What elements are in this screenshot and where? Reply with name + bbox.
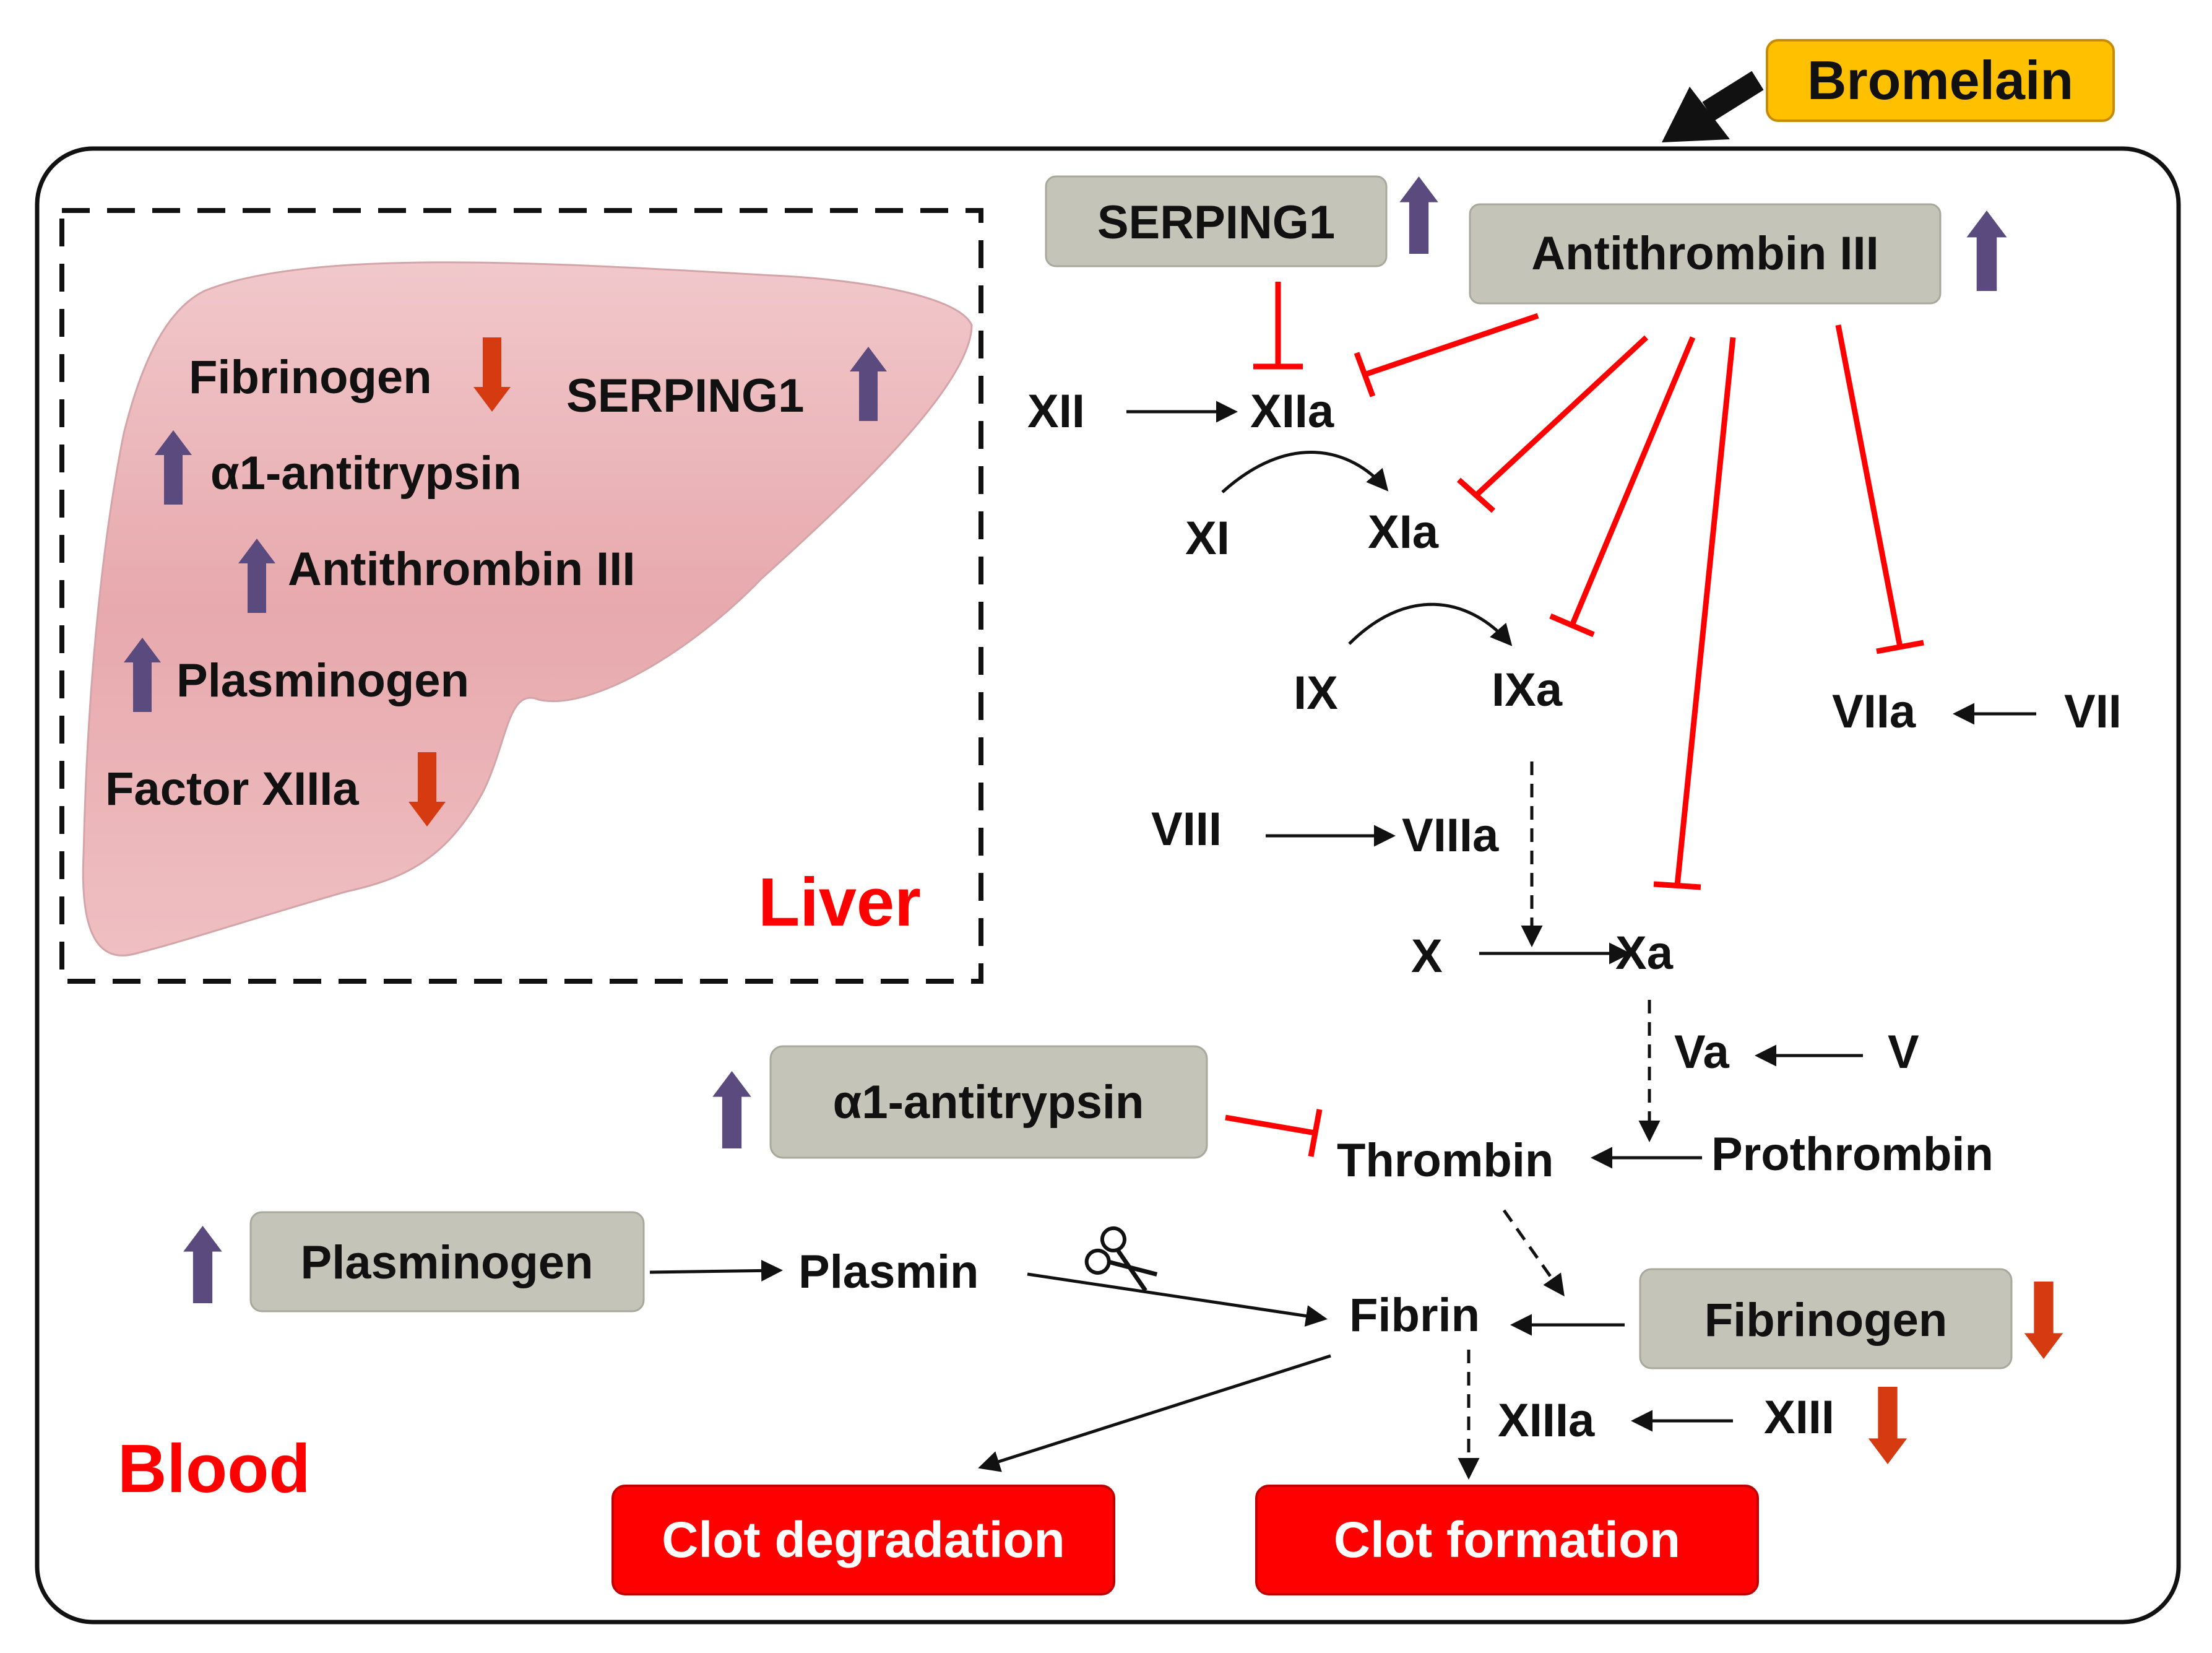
factor-xiiia: XIIIa	[1498, 1394, 1595, 1447]
factor-thrombin: Thrombin	[1337, 1134, 1553, 1187]
liver-a1-antitrypsin-label: α1-antitrypsin	[210, 447, 522, 500]
clot-degradation-label: Clot degradation	[662, 1512, 1065, 1568]
liver-serping1-label: SERPING1	[566, 370, 804, 422]
clot-formation-box	[1255, 1485, 1759, 1595]
factor-xi: XI	[1185, 512, 1230, 565]
factor-xiii: XIII	[1764, 1391, 1834, 1444]
scissors-icon	[1084, 1226, 1158, 1292]
dashed-activation-arrows	[1458, 761, 1661, 1480]
factor-x: X	[1411, 930, 1443, 983]
factor-viia: VIIa	[1832, 685, 1916, 738]
antithrombin-box	[1469, 203, 1942, 305]
a1-antitrypsin-box	[769, 1045, 1208, 1159]
fibrinogen-box	[1639, 1268, 2013, 1369]
clot-degradation-box	[611, 1485, 1115, 1595]
factor-prothrombin: Prothrombin	[1711, 1128, 1994, 1181]
activation-arrows	[649, 401, 2036, 1472]
bromelain-label: Bromelain	[1807, 50, 2073, 111]
liver-plasminogen-label: Plasminogen	[176, 654, 469, 707]
factor-ix: IX	[1294, 667, 1338, 719]
bromelain-entry-arrow	[1662, 71, 1764, 142]
factor-xia: XIa	[1368, 506, 1439, 558]
liver-shape	[82, 261, 973, 957]
factor-viiia: VIIIa	[1402, 809, 1499, 862]
factor-plasmin: Plasmin	[798, 1246, 979, 1298]
clot-formation-label: Clot formation	[1334, 1512, 1680, 1568]
fibrinogen-box-label: Fibrinogen	[1704, 1294, 1948, 1347]
plasminogen-box-label: Plasminogen	[301, 1236, 594, 1289]
blood-compartment-label: Blood	[118, 1431, 311, 1507]
liver-compartment	[59, 208, 983, 984]
factor-v: V	[1888, 1026, 1919, 1078]
factor-vii: VII	[2064, 685, 2122, 738]
factor-xiia: XIIa	[1250, 385, 1334, 438]
bromelain-box	[1766, 39, 2115, 122]
factor-va: Va	[1674, 1026, 1729, 1078]
liver-antithrombin-label: Antithrombin III	[288, 543, 635, 596]
factor-xii: XII	[1027, 385, 1085, 438]
liver-factor-xiiia-label: Factor XIIIa	[105, 763, 359, 815]
factor-ixa: IXa	[1492, 664, 1563, 716]
serping1-box	[1045, 175, 1388, 267]
serping1-box-label: SERPING1	[1097, 196, 1335, 249]
factor-fibrin: Fibrin	[1349, 1289, 1480, 1342]
plasminogen-box	[249, 1211, 645, 1312]
liver-compartment-label: Liver	[758, 864, 921, 940]
factor-viii: VIII	[1151, 803, 1222, 856]
liver-fibrinogen-label: Fibrinogen	[189, 351, 432, 404]
a1-antitrypsin-box-label: α1-antitrypsin	[833, 1076, 1144, 1129]
antithrombin-box-label: Antithrombin III	[1531, 227, 1878, 280]
inhibition-lines	[1225, 282, 1924, 1157]
